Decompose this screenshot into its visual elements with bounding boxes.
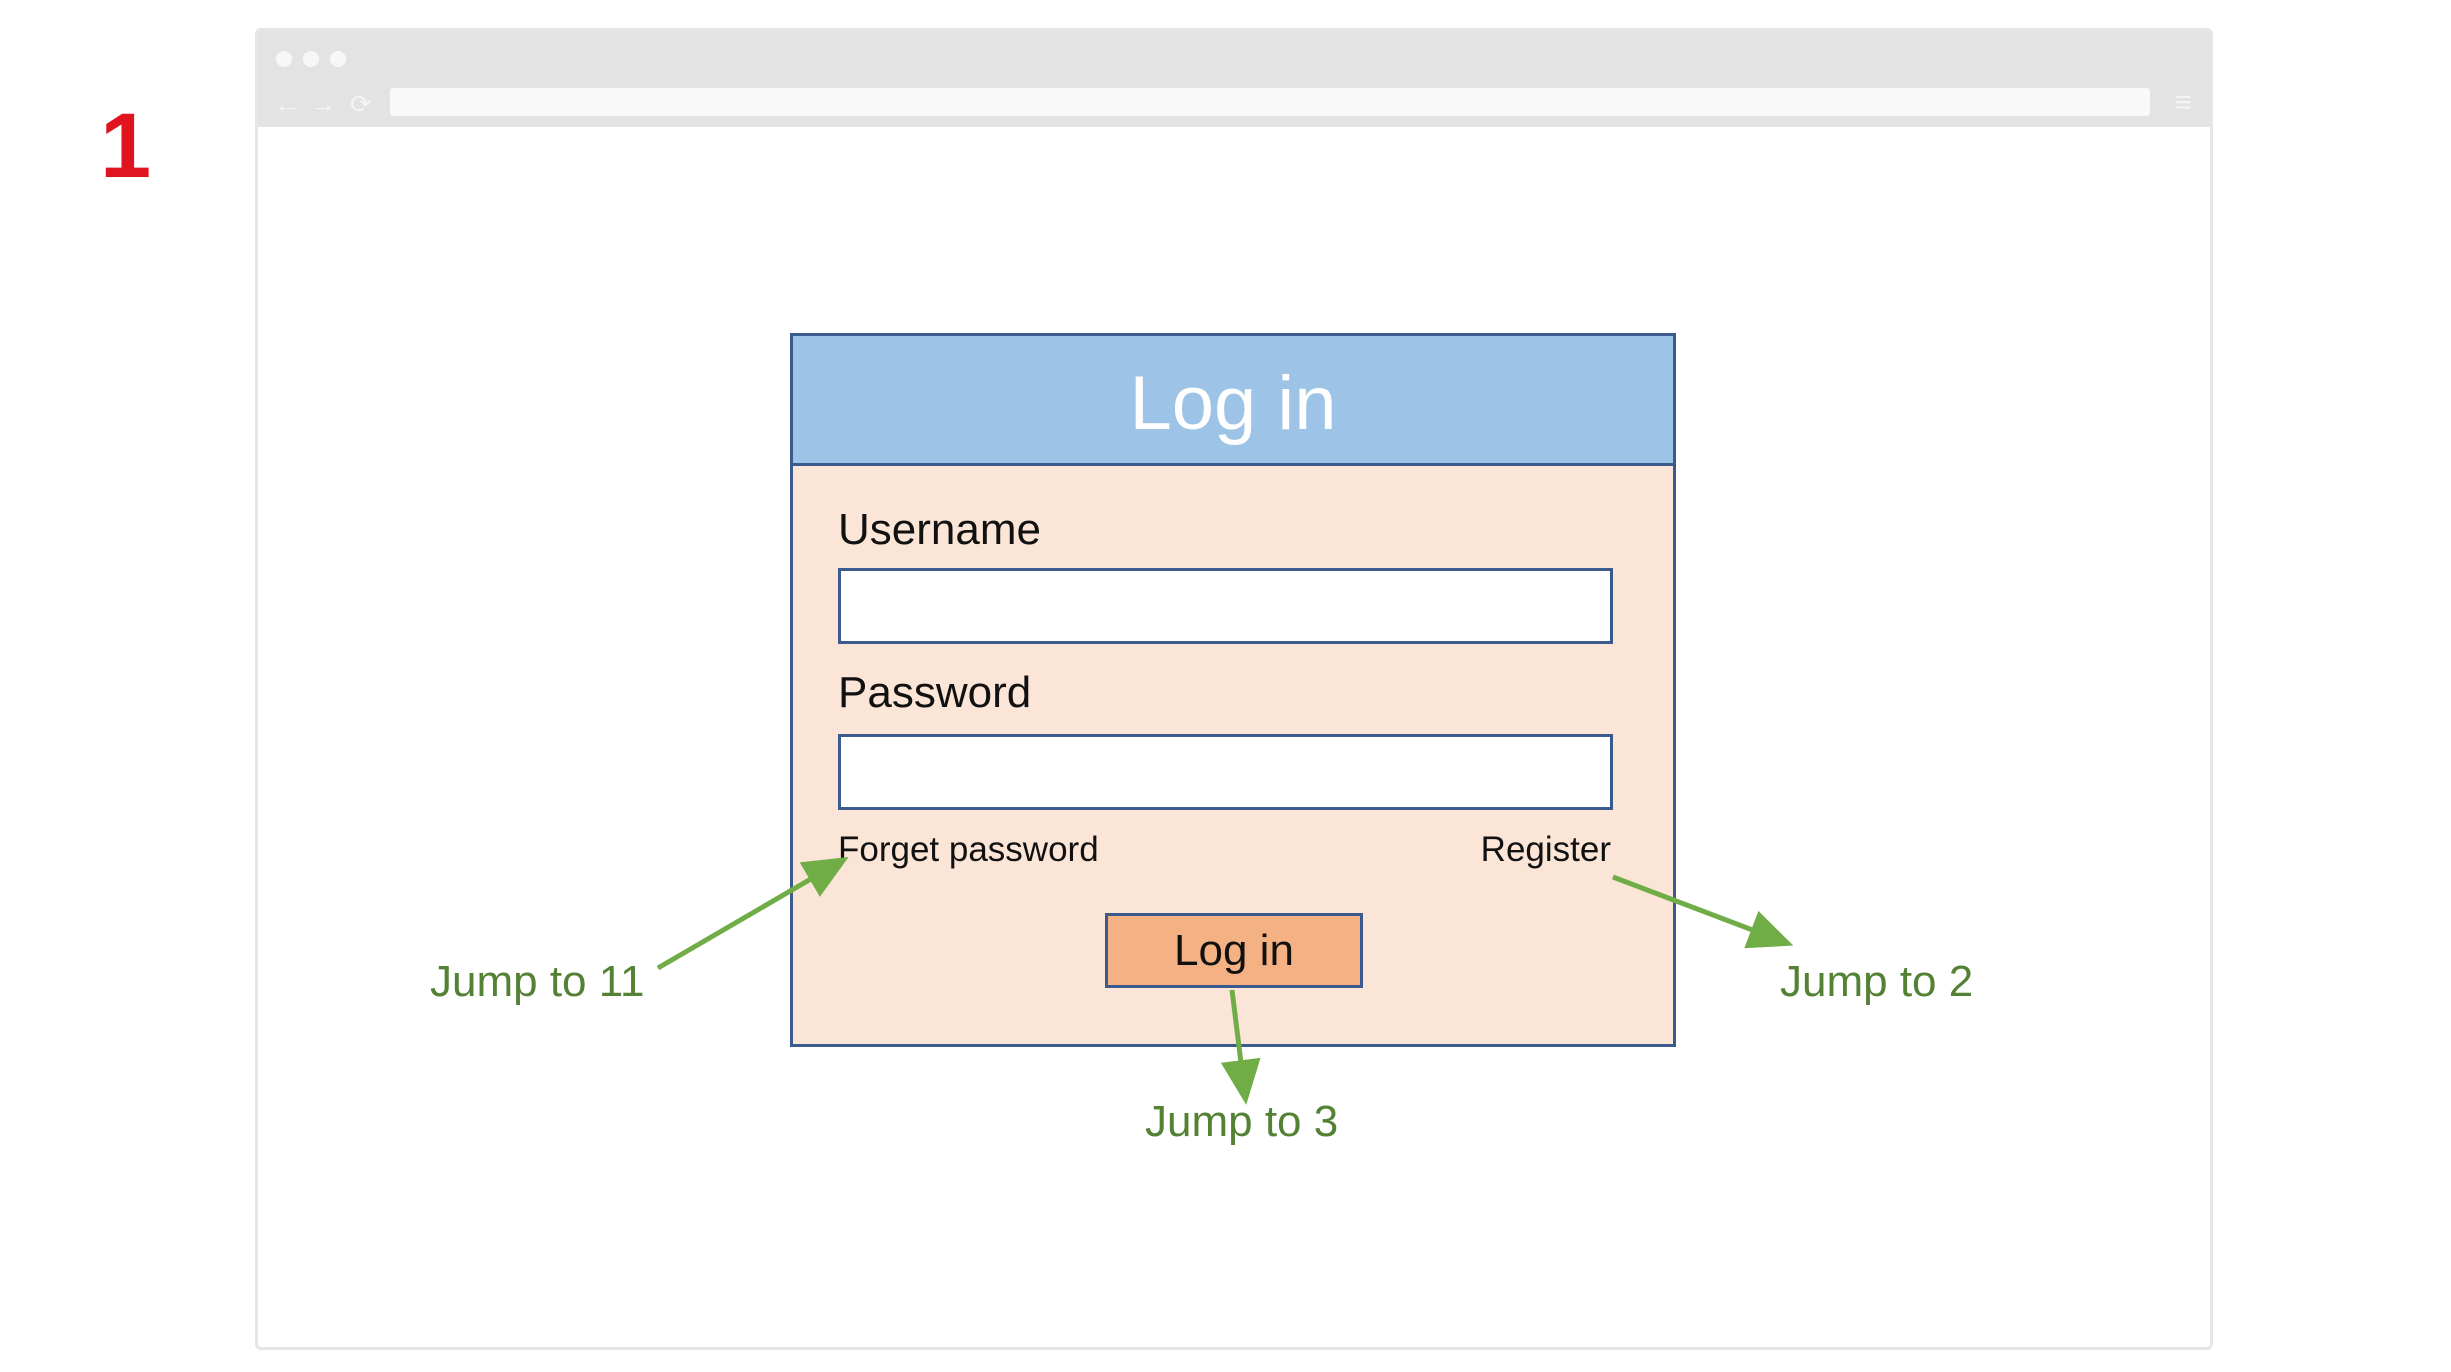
login-button[interactable]: Log in [1105, 913, 1363, 988]
reload-icon[interactable]: ⟳ [350, 89, 372, 119]
address-bar[interactable] [390, 88, 2150, 116]
window-dot-icon [276, 51, 292, 67]
annotation-login: Jump to 3 [1145, 1097, 1339, 1146]
password-input[interactable] [838, 734, 1613, 810]
login-header: Log in [793, 336, 1673, 466]
login-title: Log in [1129, 360, 1337, 446]
browser-toolbar: ← → ⟳ ≡ [258, 31, 2210, 127]
annotation-register: Jump to 2 [1780, 957, 1974, 1006]
window-dot-icon [330, 51, 346, 67]
arrow-register [1612, 874, 1794, 949]
password-label: Password [838, 668, 1032, 717]
forward-arrow-icon[interactable]: → [310, 89, 336, 119]
arrow-login [1220, 989, 1261, 1105]
menu-icon[interactable]: ≡ [2174, 86, 2192, 119]
username-label: Username [838, 505, 1041, 554]
window-dot-icon [303, 51, 319, 67]
annotation-forget-password: Jump to 11 [430, 957, 645, 1006]
login-panel: Log in Username Password Forget password… [790, 333, 1676, 1047]
register-link[interactable]: Register [1480, 830, 1611, 869]
forget-password-link[interactable]: Forget password [838, 830, 1099, 869]
back-arrow-icon[interactable]: ← [274, 89, 300, 119]
username-input[interactable] [838, 568, 1613, 644]
arrow-forget-password [656, 856, 849, 971]
page-number: 1 [100, 95, 152, 197]
